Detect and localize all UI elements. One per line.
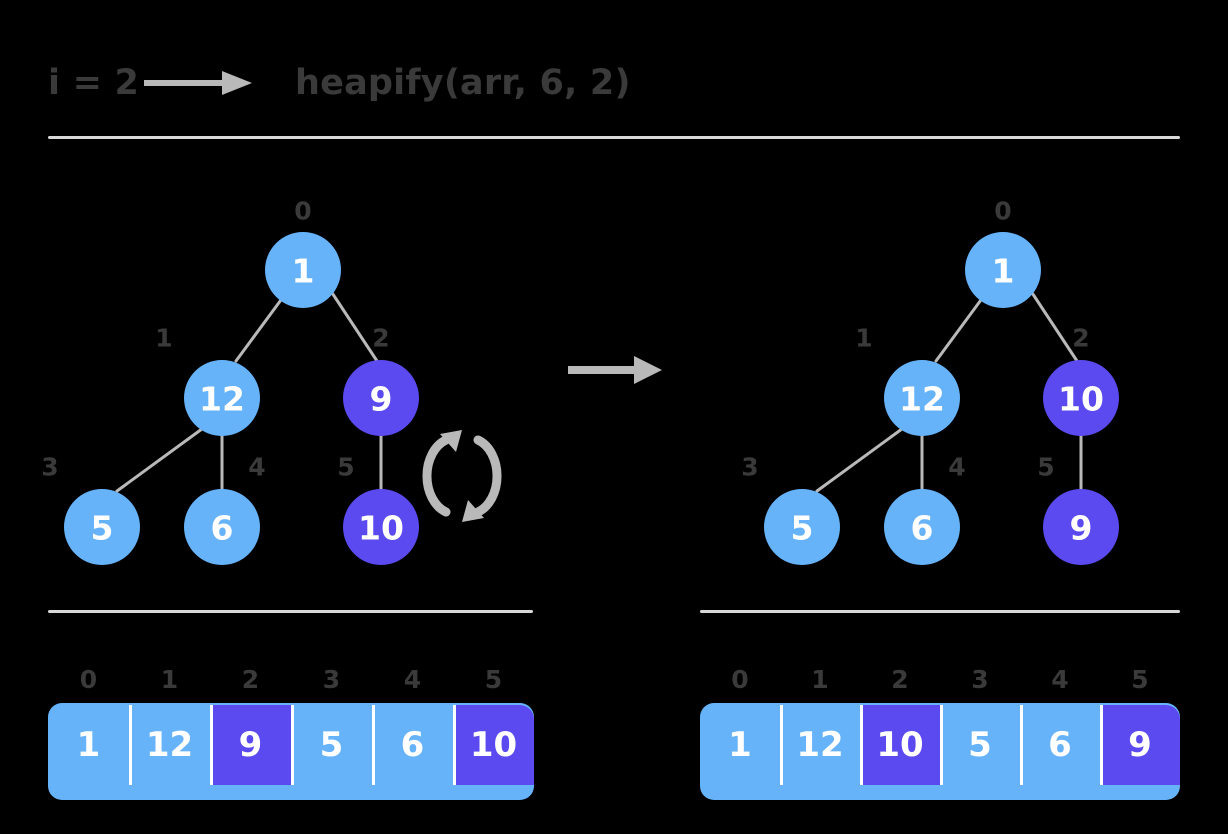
array-index-label: 3 bbox=[322, 664, 341, 694]
array-index-label: 4 bbox=[1051, 664, 1069, 694]
iteration-label: i = 2 bbox=[48, 62, 140, 103]
array-cell[interactable]: 10 bbox=[860, 705, 940, 785]
node-2-index: 2 bbox=[372, 324, 389, 353]
array-after-cells: 1 12 10 5 6 9 bbox=[700, 705, 1180, 785]
node-5-index: 5 bbox=[337, 453, 354, 482]
array-cell[interactable]: 12 bbox=[780, 705, 860, 785]
array-index-label: 5 bbox=[484, 664, 503, 694]
node-4-value: 6 bbox=[211, 509, 234, 548]
node-5-circle bbox=[343, 489, 419, 565]
array-cell[interactable]: 1 bbox=[48, 705, 129, 785]
array-cell[interactable]: 6 bbox=[372, 705, 453, 785]
array-index-label: 2 bbox=[891, 664, 909, 694]
node-0-value: 1 bbox=[992, 252, 1015, 291]
divider-left bbox=[48, 610, 533, 613]
tree-node-5[interactable]: 10 5 bbox=[337, 453, 419, 566]
node-1-circle bbox=[184, 360, 260, 436]
array-cell[interactable]: 10 bbox=[453, 705, 534, 785]
array-before: 0 1 2 3 4 5 1 12 9 5 6 10 bbox=[48, 660, 534, 810]
array-cell[interactable]: 6 bbox=[1020, 705, 1100, 785]
transition-right-arrow-icon bbox=[568, 353, 664, 387]
node-3-value: 5 bbox=[791, 509, 814, 548]
node-3-circle bbox=[764, 489, 840, 565]
node-3-circle bbox=[64, 489, 140, 565]
right-arrow-icon bbox=[139, 66, 259, 100]
array-cell[interactable]: 5 bbox=[940, 705, 1020, 785]
tree-node-3[interactable]: 5 3 bbox=[41, 453, 140, 566]
array-before-container: 1 12 9 5 6 10 bbox=[48, 703, 534, 800]
tree-before: 1 0 12 1 9 2 5 3 bbox=[14, 186, 554, 586]
tree-node-1[interactable]: 12 1 bbox=[855, 324, 960, 437]
node-4-circle bbox=[184, 489, 260, 565]
array-cell[interactable]: 12 bbox=[129, 705, 210, 785]
node-1-index: 1 bbox=[155, 324, 172, 353]
array-before-index-row: 0 1 2 3 4 5 bbox=[48, 660, 534, 698]
array-after-container: 1 12 10 5 6 9 bbox=[700, 703, 1180, 800]
node-1-value: 12 bbox=[899, 380, 945, 419]
node-2-circle bbox=[343, 360, 419, 436]
node-0-value: 1 bbox=[292, 252, 315, 291]
divider-right bbox=[700, 610, 1180, 613]
node-3-index: 3 bbox=[741, 453, 758, 482]
header: i = 2 heapify(arr, 6, 2) bbox=[48, 52, 631, 114]
array-index-label: 2 bbox=[241, 664, 260, 694]
tree-node-2[interactable]: 9 2 bbox=[343, 324, 419, 437]
tree-node-2[interactable]: 10 2 bbox=[1043, 324, 1119, 437]
array-cell[interactable]: 1 bbox=[700, 705, 780, 785]
node-2-circle bbox=[1043, 360, 1119, 436]
array-index-label: 0 bbox=[79, 664, 98, 694]
node-3-index: 3 bbox=[41, 453, 58, 482]
array-cell[interactable]: 9 bbox=[1100, 705, 1180, 785]
tree-node-1[interactable]: 12 1 bbox=[155, 324, 260, 437]
array-index-label: 1 bbox=[160, 664, 179, 694]
array-after-index-row: 0 1 2 3 4 5 bbox=[700, 660, 1180, 698]
tree-node-0[interactable]: 1 0 bbox=[265, 197, 341, 309]
node-0-index: 0 bbox=[994, 197, 1011, 226]
array-index-label: 5 bbox=[1131, 664, 1149, 694]
node-2-value: 10 bbox=[1058, 380, 1104, 419]
array-after: 0 1 2 3 4 5 1 12 10 5 6 9 bbox=[700, 660, 1180, 810]
tree-node-4[interactable]: 6 4 bbox=[884, 453, 966, 566]
node-0-index: 0 bbox=[294, 197, 311, 226]
node-0-circle bbox=[265, 232, 341, 308]
tree-node-4[interactable]: 6 4 bbox=[184, 453, 266, 566]
node-4-index: 4 bbox=[948, 453, 965, 482]
swap-arrows-icon bbox=[422, 430, 502, 522]
node-5-index: 5 bbox=[1037, 453, 1054, 482]
array-index-label: 0 bbox=[731, 664, 749, 694]
tree-after: 1 0 12 1 10 2 5 3 6 4 bbox=[714, 186, 1228, 586]
node-4-circle bbox=[884, 489, 960, 565]
tree-node-3[interactable]: 5 3 bbox=[741, 453, 840, 566]
node-3-value: 5 bbox=[91, 509, 114, 548]
node-5-value: 9 bbox=[1070, 509, 1093, 548]
edge-1-3 bbox=[115, 424, 208, 493]
node-1-value: 12 bbox=[199, 380, 245, 419]
node-5-circle bbox=[1043, 489, 1119, 565]
array-before-cells: 1 12 9 5 6 10 bbox=[48, 705, 534, 785]
heapify-call-label: heapify(arr, 6, 2) bbox=[295, 62, 631, 103]
tree-node-0[interactable]: 1 0 bbox=[965, 197, 1041, 309]
array-index-label: 3 bbox=[971, 664, 989, 694]
node-2-value: 9 bbox=[370, 380, 393, 419]
node-4-index: 4 bbox=[248, 453, 265, 482]
array-cell[interactable]: 9 bbox=[210, 705, 291, 785]
node-1-index: 1 bbox=[855, 324, 872, 353]
node-1-circle bbox=[884, 360, 960, 436]
node-5-value: 10 bbox=[358, 509, 404, 548]
array-index-label: 4 bbox=[403, 664, 422, 694]
array-cell[interactable]: 5 bbox=[291, 705, 372, 785]
edge-1-3 bbox=[815, 424, 908, 493]
array-index-label: 1 bbox=[811, 664, 829, 694]
tree-node-5[interactable]: 9 5 bbox=[1037, 453, 1119, 566]
node-0-circle bbox=[965, 232, 1041, 308]
divider-top bbox=[48, 136, 1180, 139]
node-4-value: 6 bbox=[911, 509, 934, 548]
node-2-index: 2 bbox=[1072, 324, 1089, 353]
